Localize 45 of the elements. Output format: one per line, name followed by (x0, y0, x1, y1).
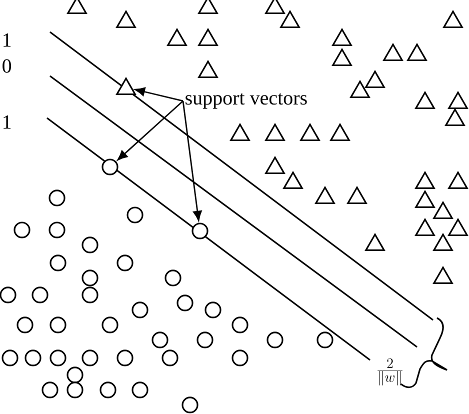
circle-marker (48, 222, 66, 238)
circle-marker (116, 350, 134, 366)
margin-formula: $\frac{2}{\|w\|}$ (378, 358, 402, 386)
arrow (134, 87, 184, 102)
circle-marker (126, 206, 144, 224)
arrow (117, 100, 184, 160)
circle-marker (50, 350, 66, 366)
circle-marker (66, 382, 84, 398)
circle-marker (100, 382, 116, 398)
circle-marker (2, 350, 18, 366)
circle-marker (152, 332, 168, 348)
circle-marker (82, 350, 98, 366)
circle-marker (182, 396, 198, 414)
circle-marker (266, 332, 284, 348)
arrow (182, 100, 202, 221)
circle-marker (82, 286, 98, 304)
circle-marker (32, 286, 48, 304)
circle-marker (48, 190, 66, 206)
line-label: 1 (4, 115, 11, 129)
circle-marker (164, 270, 182, 286)
callout-text: support vectors (186, 93, 307, 109)
circle-marker (132, 302, 148, 318)
circle-marker (232, 316, 248, 334)
circle-marker (102, 158, 118, 176)
circle-marker (14, 222, 30, 238)
circle-marker (132, 382, 148, 398)
circle-marker (316, 332, 334, 348)
circle-marker (196, 332, 214, 348)
circle-marker (204, 302, 222, 318)
circle-marker (16, 316, 34, 334)
circle-marker (232, 350, 248, 366)
circle-marker (50, 254, 66, 272)
circle-marker (82, 236, 98, 254)
line-label: 1 (4, 33, 11, 47)
circle-marker (42, 382, 58, 398)
circle-marker (82, 270, 98, 286)
circle-marker (102, 316, 118, 334)
circle-marker (176, 294, 194, 312)
circle-marker (24, 350, 42, 366)
circle-marker (66, 366, 84, 384)
circle-marker (116, 254, 134, 272)
circle-marker (162, 350, 178, 366)
circle-marker (192, 222, 208, 240)
line-label: 0 (2, 59, 12, 73)
circle-marker (50, 316, 66, 334)
